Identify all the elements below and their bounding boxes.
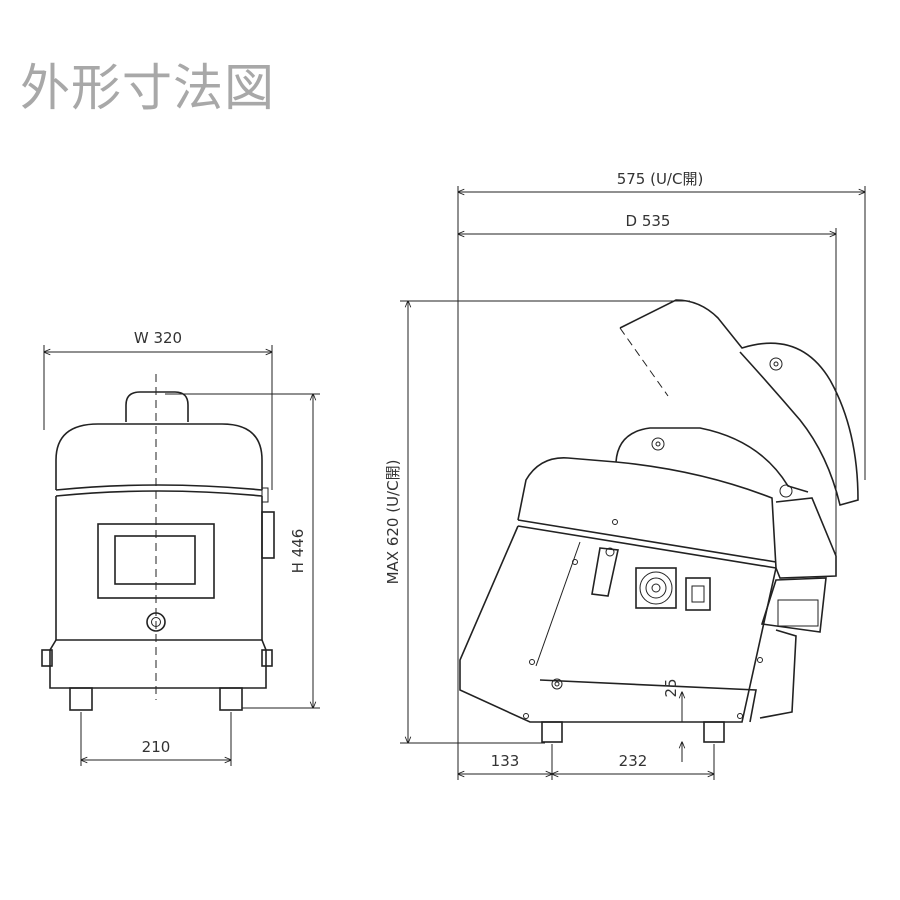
- page-title: 外形寸法図: [20, 59, 275, 117]
- foot-span-label: 210: [142, 738, 171, 756]
- top-handle: [125, 391, 189, 422]
- open-cover: [619, 299, 859, 506]
- side-body-lower: [459, 525, 777, 723]
- side-body-upper: [517, 457, 777, 569]
- front-foot-label: 133: [491, 752, 520, 770]
- front-view: W 320 H 446 210: [41, 329, 320, 766]
- side-rear-foot: [703, 721, 725, 743]
- side-foot-span-label: 232: [619, 752, 648, 770]
- side-front-foot: [541, 721, 563, 743]
- cooling-fan: [635, 567, 677, 609]
- open-depth-label: 575 (U/C開): [617, 170, 704, 188]
- foot-height-label: 25: [662, 678, 680, 697]
- upper-cover: [55, 423, 263, 490]
- width-label: W 320: [134, 329, 182, 347]
- height-label: H 446: [289, 529, 307, 574]
- display-screen: [114, 535, 196, 585]
- side-view: 575 (U/C開) D 535 MAX 620 (U/C開): [384, 170, 865, 780]
- connector: [685, 577, 711, 611]
- rear-unit: [775, 497, 837, 579]
- base: [49, 639, 267, 689]
- depth-label: D 535: [626, 212, 671, 230]
- left-foot: [69, 687, 93, 711]
- main-body: [55, 496, 263, 641]
- right-foot: [219, 687, 243, 711]
- max-height-label: MAX 620 (U/C開): [384, 460, 402, 585]
